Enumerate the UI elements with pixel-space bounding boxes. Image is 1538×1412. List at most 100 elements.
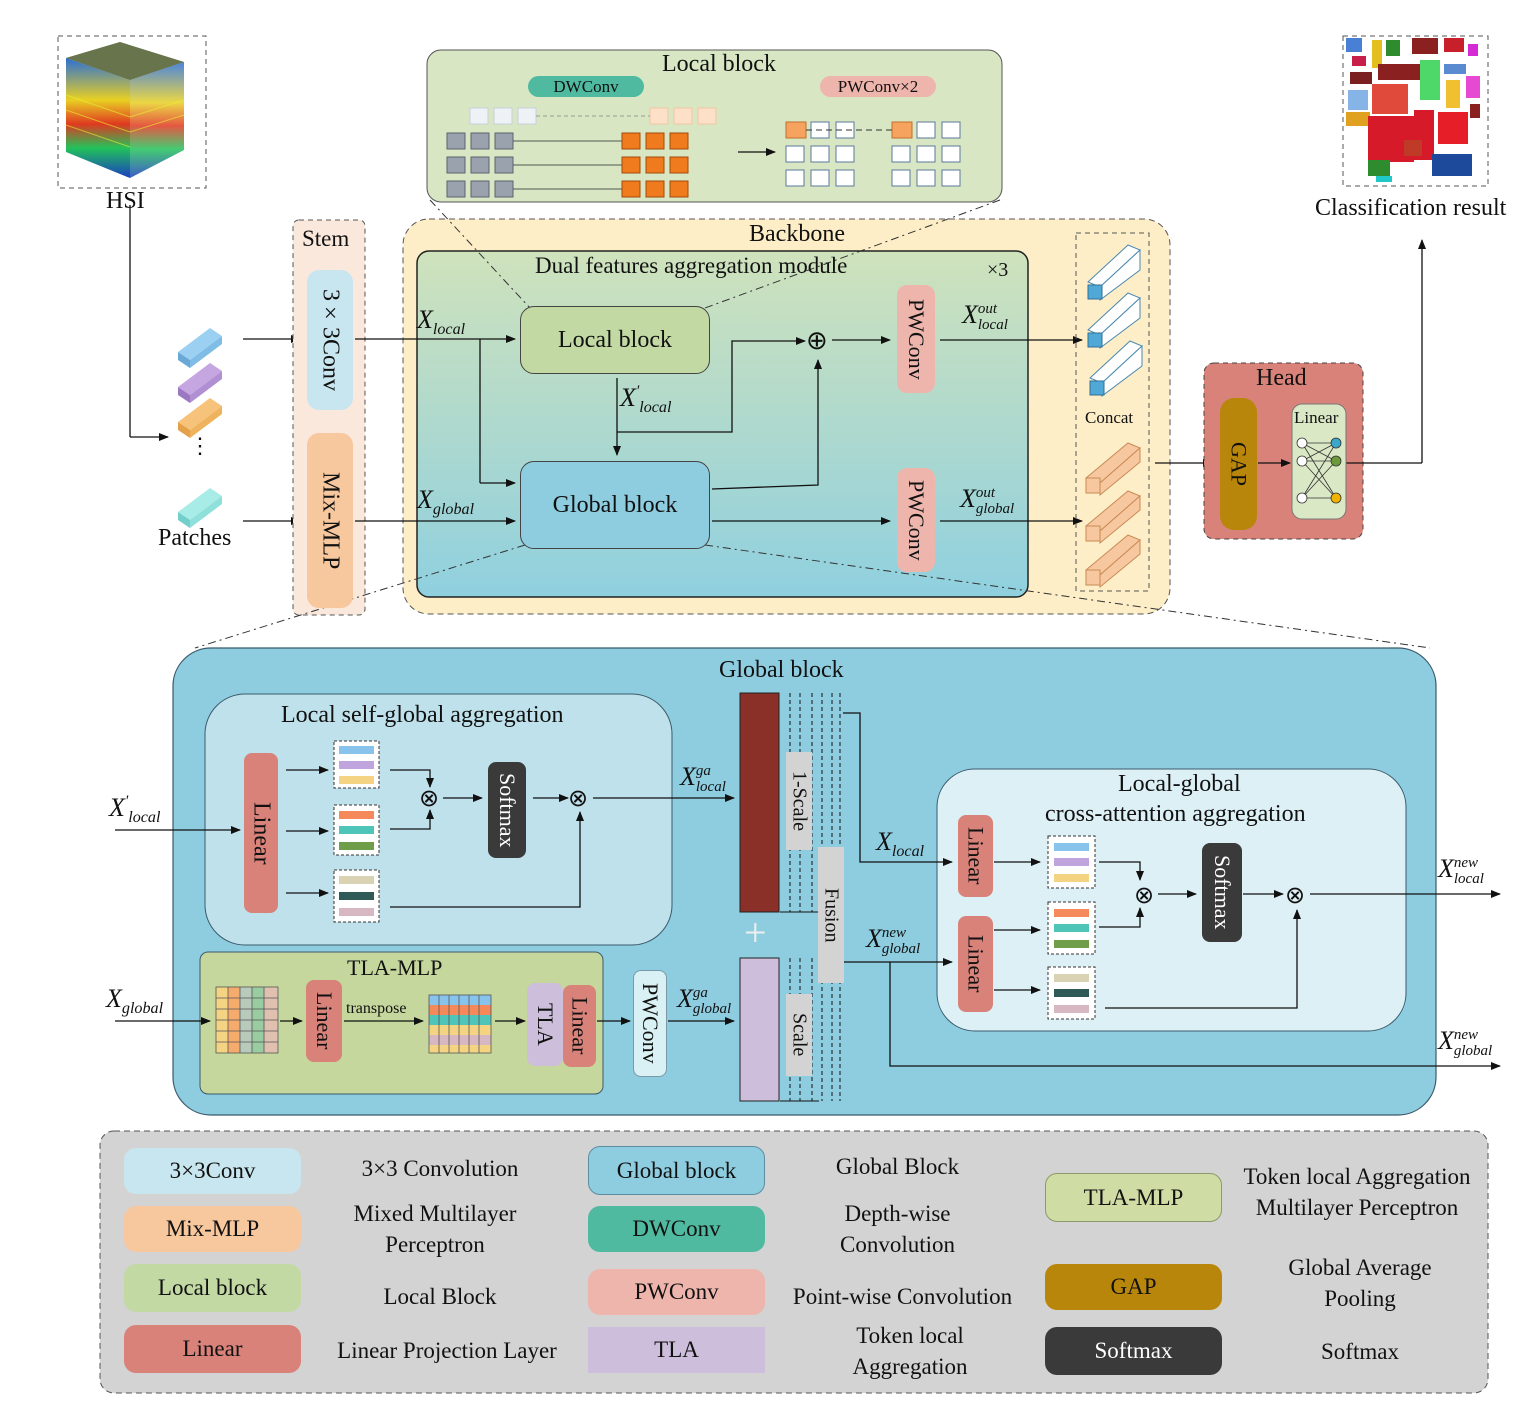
local-feature-bar bbox=[739, 692, 780, 913]
dwconv-cubes-icon bbox=[446, 107, 717, 198]
head-linear-box bbox=[1291, 403, 1347, 520]
otimes-1: ⊗ bbox=[419, 786, 440, 812]
pwconv-global-block: PWConv bbox=[897, 468, 935, 572]
transpose-label: transpose bbox=[346, 1000, 407, 1017]
global-block: Global block bbox=[520, 461, 710, 549]
lsga-title: Local self-global aggregation bbox=[281, 702, 564, 728]
repeat-label: ×3 bbox=[987, 259, 1009, 281]
legend-desc-linear: Linear Projection Layer bbox=[337, 1337, 557, 1363]
x-local-label: Xlocal bbox=[417, 305, 466, 339]
head-title: Head bbox=[1256, 365, 1307, 391]
legend-swatch-tlamlp: TLA-MLP bbox=[1045, 1173, 1222, 1222]
fusion-x-local-label: Xlocal bbox=[876, 827, 925, 861]
gap-block: GAP bbox=[1220, 398, 1257, 530]
gb-x-global-label: Xglobal bbox=[106, 984, 164, 1018]
legend-swatch-mixmlp: Mix-MLP bbox=[124, 1206, 301, 1252]
plus-symbol: + bbox=[744, 910, 767, 955]
global-block-title: Global block bbox=[719, 657, 844, 683]
lgca-title-1: Local-global bbox=[1118, 771, 1241, 797]
stem-conv-block: 3×3Conv bbox=[307, 270, 353, 410]
lgca-linear-1: Linear bbox=[958, 815, 993, 897]
legend-desc-dwconv: Depth-wise Convolution bbox=[839, 1201, 955, 1257]
legend-swatch-dwconv: DWConv bbox=[588, 1206, 765, 1252]
lgca-linear-2: Linear bbox=[958, 916, 993, 1012]
hsi-label: HSI bbox=[106, 188, 145, 214]
legend-swatch-conv: 3×3Conv bbox=[124, 1148, 301, 1194]
concat-cubes-icon bbox=[1085, 244, 1143, 589]
concat-box bbox=[1075, 232, 1150, 592]
pwconv-cubes-icon bbox=[785, 121, 961, 187]
classification-result-label: Classification result bbox=[1315, 195, 1507, 221]
patches-label: Patches bbox=[158, 525, 232, 551]
patches-icon bbox=[178, 328, 222, 528]
gb-x-local-prime-label: X'local bbox=[109, 793, 161, 827]
patches-ellipsis: ⋮ bbox=[189, 433, 211, 458]
pwconv2-pill: PWConv×2 bbox=[820, 76, 936, 97]
legend-swatch-pwconv: PWConv bbox=[588, 1269, 765, 1315]
pwconv-local-block: PWConv bbox=[897, 285, 935, 393]
legend-swatch-gap: GAP bbox=[1045, 1264, 1222, 1310]
stem-mixmlp-label: Mix-MLP bbox=[317, 471, 344, 570]
oplus-symbol: ⊕ bbox=[806, 326, 828, 355]
legend-swatch-localblock: Local block bbox=[124, 1264, 301, 1312]
legend-desc-pwconv: Point-wise Convolution bbox=[792, 1283, 1013, 1309]
tla-mlp-linear-1: Linear bbox=[306, 980, 342, 1062]
legend-desc-gap: Global Average Pooling bbox=[1288, 1255, 1432, 1311]
classification-map-icon bbox=[1346, 38, 1480, 182]
concat-label: Concat bbox=[1085, 408, 1134, 427]
linear-network-icon bbox=[1296, 437, 1342, 504]
lgca-linear-1-label: Linear bbox=[963, 827, 989, 885]
dwconv-pill: DWConv bbox=[528, 76, 644, 97]
legend-swatch-tla: TLA bbox=[588, 1327, 765, 1373]
tla-mlp-area bbox=[199, 951, 604, 1095]
legend-desc-mixmlp: Mixed Multilayer Perceptron bbox=[353, 1201, 517, 1257]
lgca-token-bars-icon bbox=[1047, 835, 1096, 1020]
stem-conv-label: 3×3Conv bbox=[317, 288, 344, 391]
fusion-block: Fusion bbox=[818, 847, 844, 983]
lsga-linear-block: Linear bbox=[244, 753, 278, 913]
legend-desc-softmax: Softmax bbox=[1321, 1338, 1399, 1364]
legend-desc-tlamlp: Token local Aggregation Multilayer Perce… bbox=[1243, 1163, 1471, 1220]
pwconv-local-label: PWConv bbox=[904, 298, 929, 380]
hsi-frame bbox=[57, 35, 207, 189]
lsga-area bbox=[204, 693, 673, 946]
stem-mixmlp-block: Mix-MLP bbox=[307, 433, 353, 608]
gb-pwconv-block: PWConv bbox=[633, 970, 667, 1077]
head-linear-label: Linear bbox=[1294, 408, 1339, 427]
gap-label: GAP bbox=[1226, 441, 1252, 486]
legend-desc-tla: Token local Aggregation bbox=[852, 1323, 968, 1379]
otimes-4: ⊗ bbox=[1285, 883, 1306, 909]
x-local-prime-label: X'local bbox=[620, 383, 672, 417]
dfam-area bbox=[416, 250, 1029, 598]
tla-mlp-linear-2: Linear bbox=[563, 985, 596, 1067]
hsi-cube-icon bbox=[65, 42, 185, 178]
legend-swatch-globalblock: Global block bbox=[588, 1146, 765, 1195]
gb-pwconv-label: PWConv bbox=[638, 983, 663, 1064]
lgca-linear-2-label: Linear bbox=[963, 935, 989, 993]
scale-block: Scale bbox=[786, 994, 812, 1076]
otimes-2: ⊗ bbox=[568, 786, 589, 812]
legend-desc-localblock: Local Block bbox=[383, 1283, 497, 1309]
tla-label: TLA bbox=[533, 1003, 558, 1046]
one-minus-scale-block: 1-Scale bbox=[786, 752, 812, 850]
lgca-softmax-label: Softmax bbox=[1210, 855, 1235, 930]
local-block: Local block bbox=[520, 306, 710, 374]
lgca-softmax-block: Softmax bbox=[1202, 843, 1242, 942]
pwconv-global-label: PWConv bbox=[904, 479, 929, 561]
tla-grid-icon bbox=[215, 986, 492, 1054]
tla-mlp-linear-1-label: Linear bbox=[312, 992, 337, 1050]
lsga-softmax-block: Softmax bbox=[488, 762, 526, 858]
backbone-title: Backbone bbox=[749, 221, 845, 247]
lgca-title-2: cross-attention aggregation bbox=[1045, 801, 1306, 827]
legend-desc-conv: 3×3 Convolution bbox=[361, 1155, 519, 1181]
fusion-label: Fusion bbox=[820, 887, 843, 943]
lsga-token-bars-icon bbox=[333, 740, 380, 923]
legend-desc-globalblock: Global Block bbox=[835, 1153, 960, 1179]
